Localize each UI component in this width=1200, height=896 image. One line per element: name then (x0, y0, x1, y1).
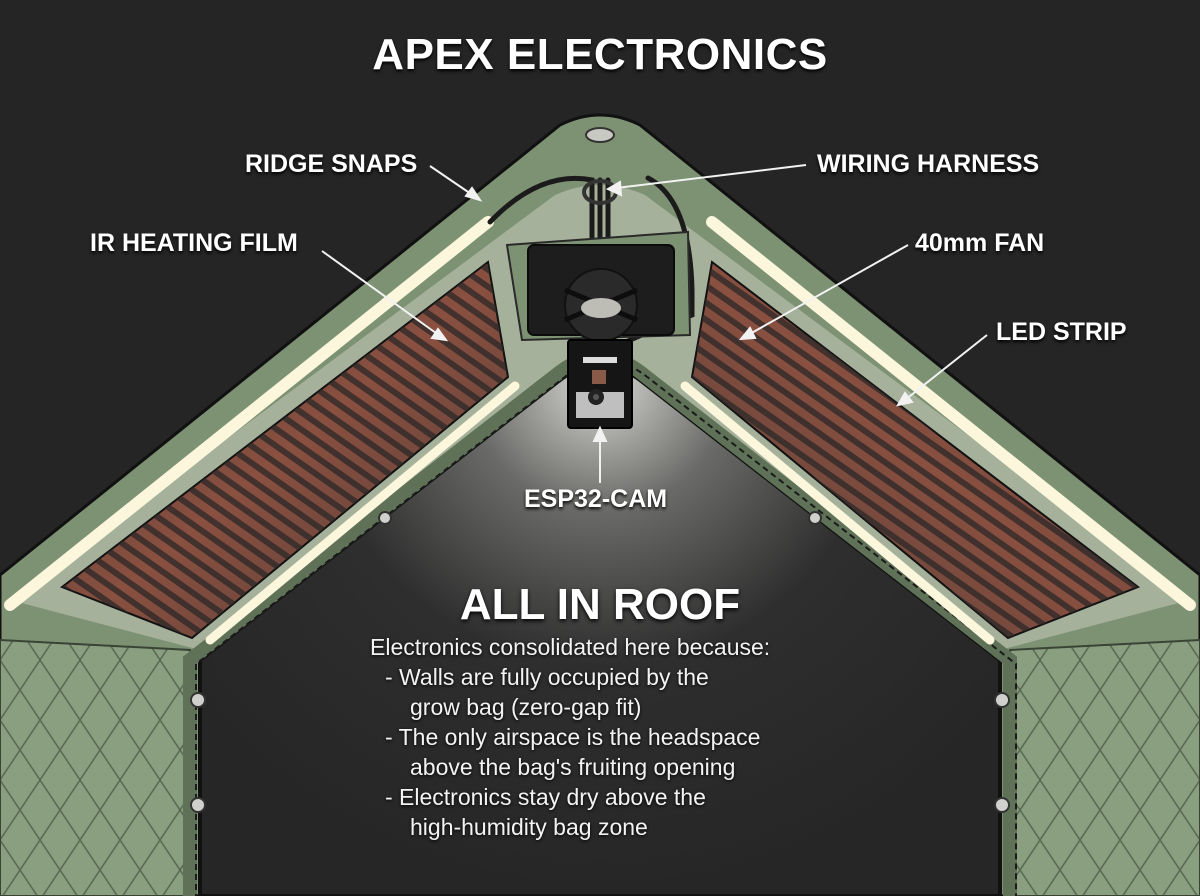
reason-3-line-2: high-humidity bag zone (410, 814, 648, 840)
ir-heating-film-left (59, 260, 510, 640)
label-ridge-snaps: RIDGE SNAPS (245, 150, 418, 178)
label-led-strip: LED STRIP (996, 318, 1127, 346)
page-title: APEX ELECTRONICS (372, 30, 828, 79)
reason-1-line-1: - Walls are fully occupied by the (385, 664, 709, 690)
label-ir-heating-film: IR HEATING FILM (90, 229, 298, 257)
label-wiring-harness: WIRING HARNESS (817, 150, 1040, 178)
reason-2-line-2: above the bag's fruiting opening (410, 754, 736, 780)
label-esp32-cam: ESP32-CAM (524, 485, 668, 513)
ir-heating-film-right (690, 260, 1141, 640)
led-strips (4, 216, 1196, 645)
callout-arrows (321, 164, 988, 483)
explanation-intro: Electronics consolidated here because: (370, 634, 771, 660)
reason-3-line-1: - Electronics stay dry above the (385, 784, 706, 810)
reason-2-line-1: - The only airspace is the headspace (385, 724, 761, 750)
esp32-cam-board (567, 339, 633, 429)
label-40mm-fan: 40mm FAN (915, 229, 1045, 257)
explanation-body: Electronics consolidated here because: -… (370, 632, 770, 842)
reason-1-line-2: grow bag (zero-gap fit) (410, 694, 642, 720)
explanation-heading: ALL IN ROOF (459, 580, 741, 629)
fan-assembly (505, 230, 692, 342)
